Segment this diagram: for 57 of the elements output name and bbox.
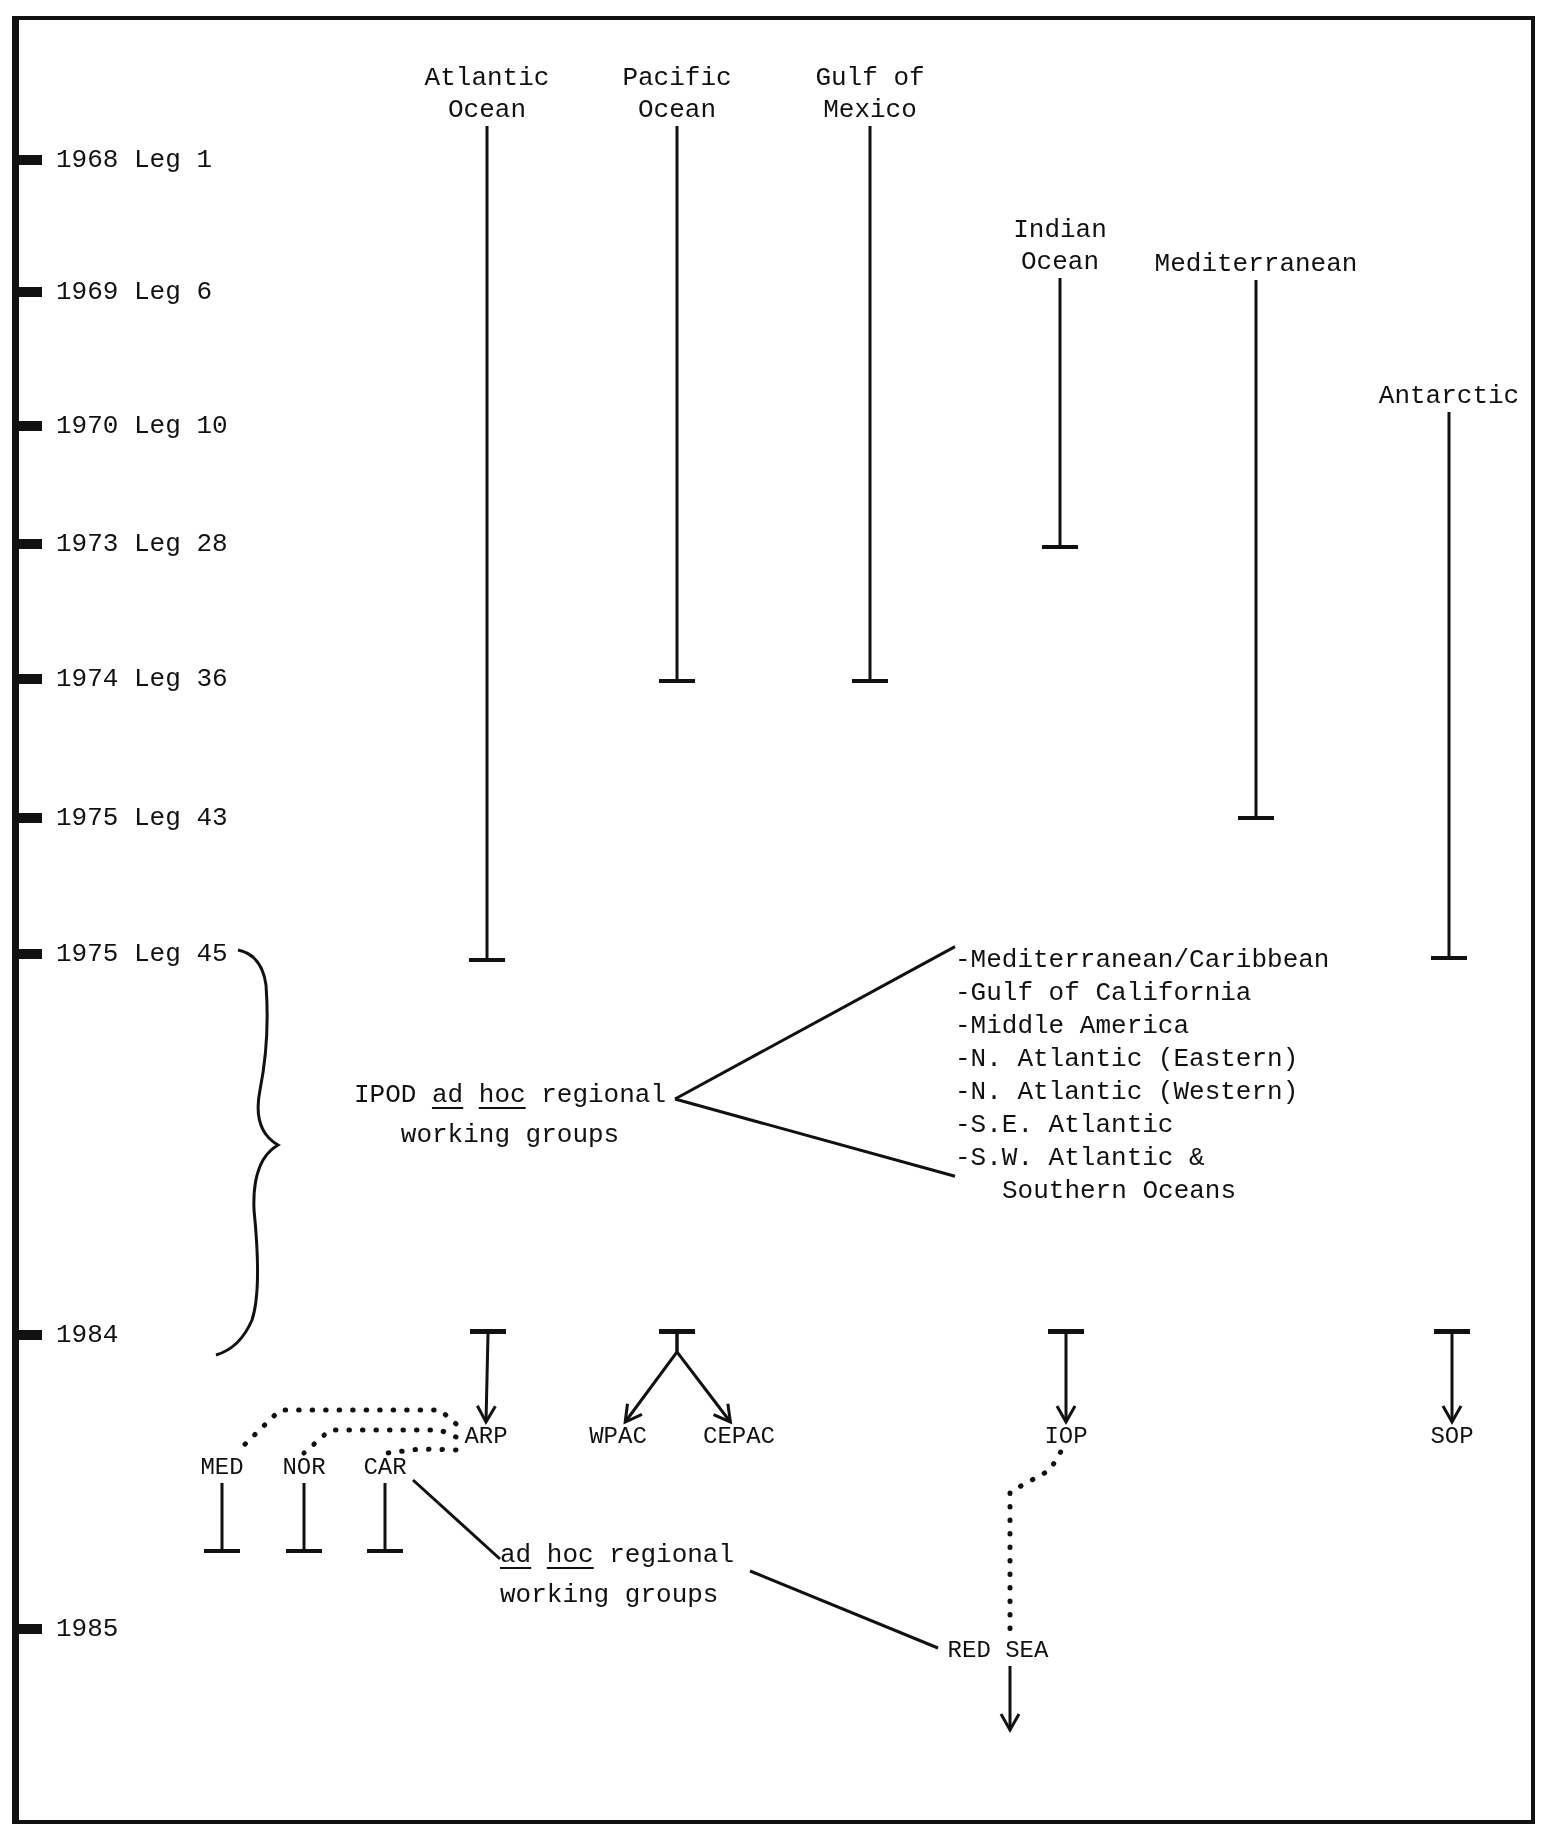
arrow <box>1055 1334 1077 1424</box>
node-label: ARP <box>463 1422 509 1452</box>
span-line <box>850 126 890 683</box>
list-item: -S.W. Atlantic & Southern Oceans <box>955 1142 1238 1208</box>
timeline-label: 1975 Leg 43 <box>56 802 228 834</box>
t-bar <box>1434 1329 1470 1334</box>
node-label: SOP <box>1429 1422 1475 1452</box>
node-label: Indian Ocean <box>1012 214 1108 278</box>
span-line <box>657 126 697 683</box>
span-line <box>1040 278 1080 549</box>
span-line <box>467 126 507 962</box>
node-label: Antarctic <box>1377 380 1521 412</box>
dotted-line <box>301 1427 459 1456</box>
timeline-label: 1968 Leg 1 <box>56 144 213 176</box>
node-label: RED SEA <box>946 1636 1050 1666</box>
arrow <box>1441 1334 1463 1424</box>
arrow <box>475 1333 497 1424</box>
timeline-label: 1973 Leg 28 <box>56 528 228 560</box>
node-label: IOP <box>1043 1422 1089 1452</box>
list-item: -Gulf of California <box>955 977 1253 1010</box>
node-label: Pacific Ocean <box>621 62 733 126</box>
node-label: CEPAC <box>702 1422 776 1452</box>
t-bar <box>659 1329 695 1334</box>
arrow <box>675 1334 732 1424</box>
t-bar <box>1048 1329 1084 1334</box>
timeline-label: 1974 Leg 36 <box>56 663 228 695</box>
timeline-label: 1985 <box>56 1613 119 1645</box>
node-label: IPOD ad hoc regional working groups <box>352 1079 668 1152</box>
node-label: Gulf of Mexico <box>814 62 926 126</box>
span-line <box>284 1483 324 1553</box>
connector-line <box>674 1097 956 1178</box>
dotted-line <box>385 1446 459 1456</box>
arrow <box>999 1666 1021 1732</box>
node-label: ad hoc regional working groups <box>500 1539 736 1612</box>
span-line <box>202 1483 242 1553</box>
span-line <box>1236 280 1276 820</box>
list-item: -N. Atlantic (Eastern) <box>955 1043 1300 1076</box>
node-label: WPAC <box>588 1422 648 1452</box>
list-item: -N. Atlantic (Western) <box>955 1076 1300 1109</box>
list-item: -Mediterranean/Caribbean <box>955 944 1331 977</box>
t-bar <box>470 1329 506 1334</box>
timeline-label: 1975 Leg 45 <box>56 938 228 970</box>
list-item: -Middle America <box>955 1010 1191 1043</box>
span-line <box>1429 412 1469 960</box>
connector-line <box>749 1569 939 1650</box>
connector-line <box>412 1478 501 1561</box>
node-label: Atlantic Ocean <box>423 62 551 126</box>
timeline-label: 1970 Leg 10 <box>56 410 228 442</box>
list-item: -S.E. Atlantic <box>955 1109 1175 1142</box>
connector-line <box>674 945 956 1101</box>
timeline-label: 1969 Leg 6 <box>56 276 213 308</box>
node-label: CAR <box>362 1453 408 1483</box>
node-label: MED <box>199 1453 245 1483</box>
node-label: NOR <box>281 1453 327 1483</box>
timeline-label: 1984 <box>56 1319 119 1351</box>
span-line <box>365 1483 405 1553</box>
node-label: Mediterranean <box>1153 248 1359 280</box>
